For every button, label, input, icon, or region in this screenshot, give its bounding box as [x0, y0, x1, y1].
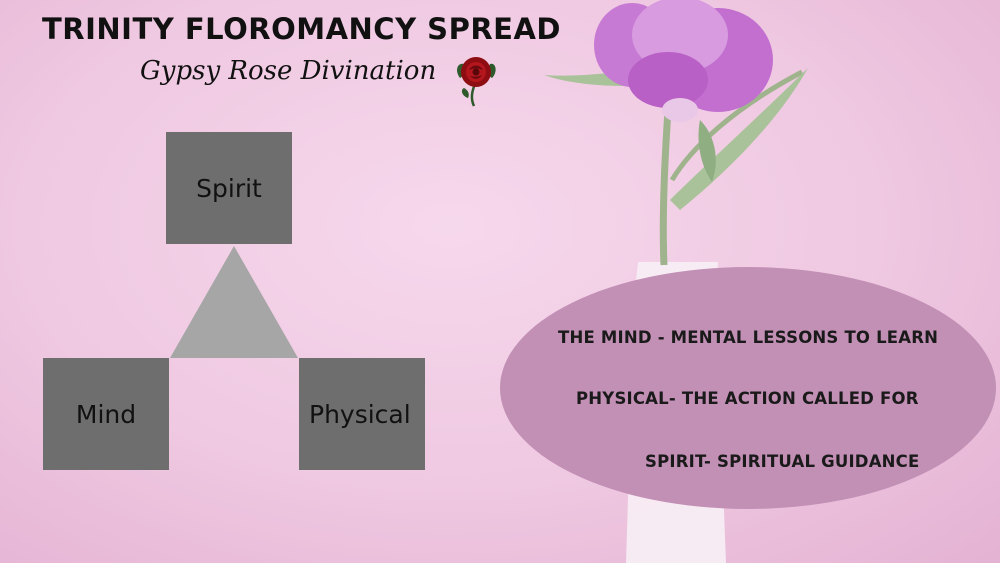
meaning-physical: PHYSICAL- THE ACTION CALLED FOR	[576, 389, 919, 408]
spirit-card: Spirit	[166, 132, 292, 244]
page-subtitle: Gypsy Rose Divination	[140, 56, 437, 86]
meaning-mind: THE MIND - MENTAL LESSONS TO LEARN	[558, 328, 939, 347]
page-title: TRINITY FLOROMANCY SPREAD	[42, 12, 561, 46]
mind-card: Mind	[43, 358, 169, 470]
connector-triangle	[170, 246, 298, 358]
physical-card: Physical	[299, 358, 425, 470]
meaning-spirit: SPIRIT- SPIRITUAL GUIDANCE	[645, 452, 920, 471]
rose-icon	[457, 57, 496, 107]
meanings-oval	[500, 267, 996, 509]
